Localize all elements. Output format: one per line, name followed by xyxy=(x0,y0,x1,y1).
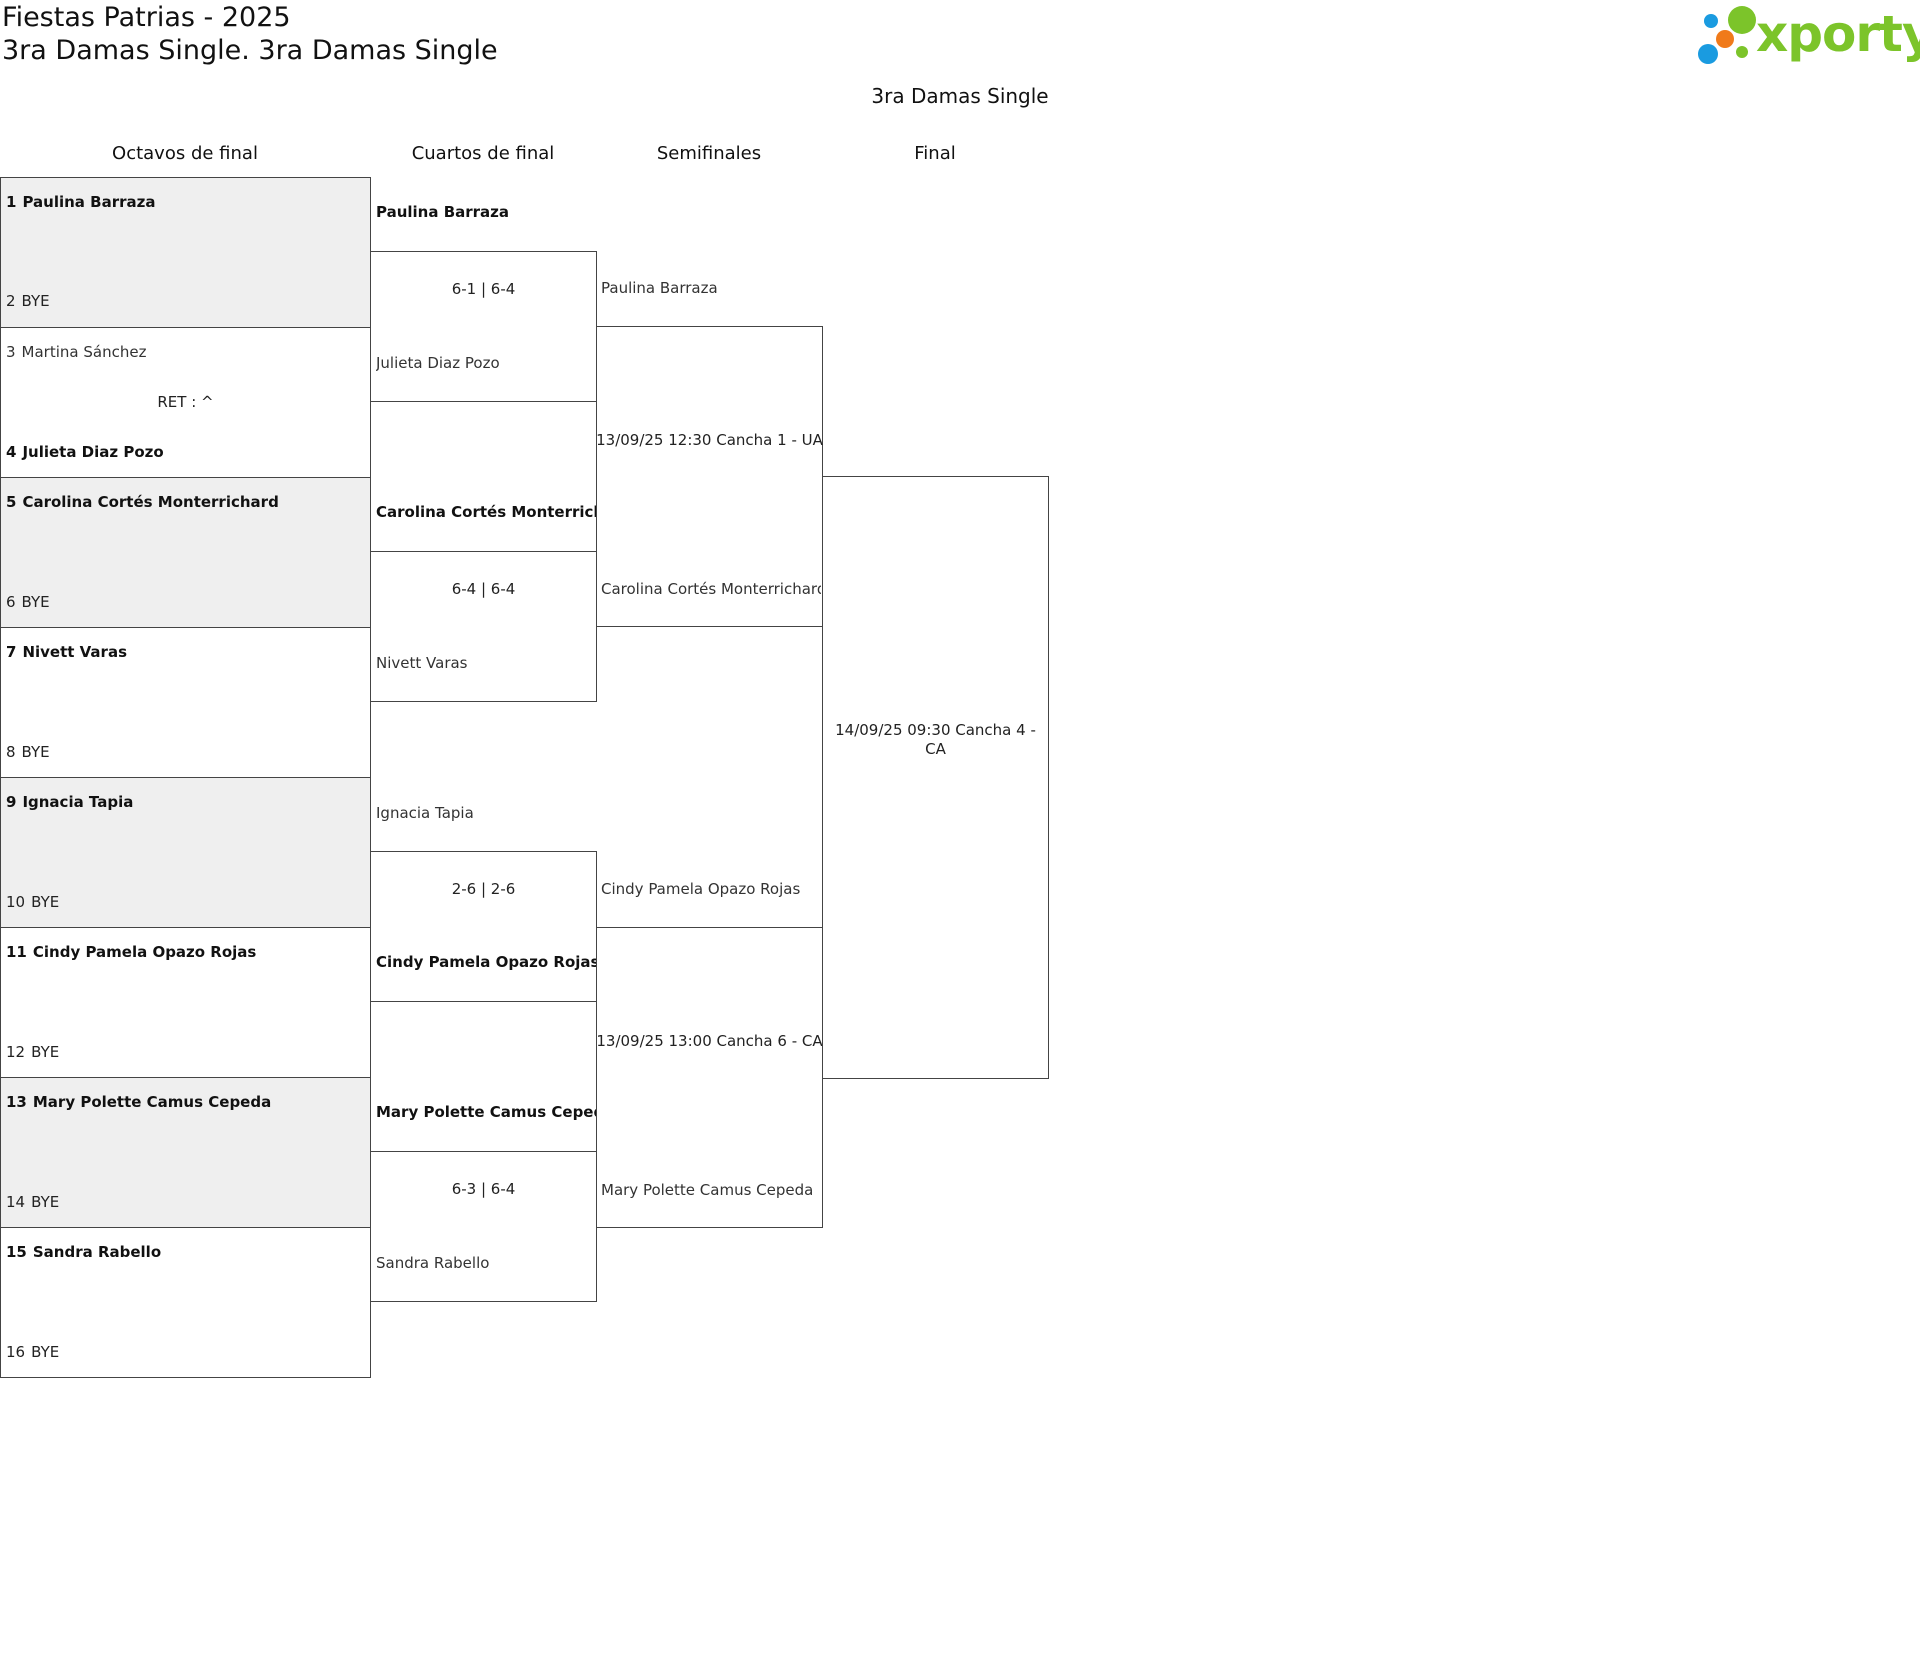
match-score: 6-1 | 6-4 xyxy=(451,280,516,298)
qf-match-4 xyxy=(370,1151,597,1302)
logo-wordmark: xporty xyxy=(1756,5,1920,63)
seed-number: 16 xyxy=(6,1343,26,1361)
logo-dot-green xyxy=(1728,6,1756,34)
seed-number: 13 xyxy=(6,1093,27,1111)
r16-entry[interactable]: 1 Paulina Barraza xyxy=(6,193,155,211)
seed-number: 3 xyxy=(6,343,16,361)
qf-player[interactable]: Sandra Rabello xyxy=(376,1254,490,1272)
seed-number: 4 xyxy=(6,443,17,461)
logo-dot-orange xyxy=(1716,30,1734,48)
seed-number: 14 xyxy=(6,1193,26,1211)
match-score: 2-6 | 2-6 xyxy=(451,880,516,898)
sf-player[interactable]: Cindy Pamela Opazo Rojas xyxy=(601,880,801,898)
r16-entry[interactable]: 3 Martina Sánchez xyxy=(6,343,146,361)
logo-dot-green-small xyxy=(1736,46,1748,58)
r16-entry[interactable]: 14 BYE xyxy=(6,1193,59,1211)
qf-player[interactable]: Paulina Barraza xyxy=(376,203,510,221)
match-schedule: 13/09/25 13:00 Cancha 6 - CA xyxy=(596,1032,823,1050)
qf-player[interactable]: Ignacia Tapia xyxy=(376,804,474,822)
player-name: BYE xyxy=(31,1043,60,1061)
player-name: BYE xyxy=(31,893,60,911)
round-header-semifinales: Semifinales xyxy=(656,143,762,164)
r16-entry[interactable]: 11 Cindy Pamela Opazo Rojas xyxy=(6,943,256,961)
r16-entry[interactable]: 4 Julieta Diaz Pozo xyxy=(6,443,164,461)
sf-player[interactable]: Paulina Barraza xyxy=(601,279,718,297)
seed-number: 11 xyxy=(6,943,27,961)
seed-number: 5 xyxy=(6,493,17,511)
r16-match-1 xyxy=(0,177,371,328)
seed-number: 8 xyxy=(6,743,16,761)
event-title: Fiestas Patrias - 2025 xyxy=(2,2,291,33)
qf-player[interactable]: Cindy Pamela Opazo Rojas xyxy=(376,953,596,971)
player-name: Sandra Rabello xyxy=(32,1243,162,1261)
round-header-cuartos: Cuartos de final xyxy=(411,143,555,164)
r16-entry[interactable]: 10 BYE xyxy=(6,893,59,911)
round-header-octavos: Octavos de final xyxy=(112,143,258,164)
player-name: BYE xyxy=(21,743,50,761)
seed-number: 1 xyxy=(6,193,17,211)
seed-number: 9 xyxy=(6,793,17,811)
r16-match-3 xyxy=(0,477,371,628)
round-header-final: Final xyxy=(914,143,956,164)
match-score: 6-4 | 6-4 xyxy=(451,580,516,598)
seed-number: 7 xyxy=(6,643,17,661)
r16-entry[interactable]: 8 BYE xyxy=(6,743,50,761)
seed-number: 10 xyxy=(6,893,26,911)
qf-player[interactable]: Nivett Varas xyxy=(376,654,468,672)
player-name: BYE xyxy=(31,1343,60,1361)
r16-entry[interactable]: 7 Nivett Varas xyxy=(6,643,127,661)
player-name: Paulina Barraza xyxy=(22,193,156,211)
player-name: BYE xyxy=(21,292,50,310)
match-note: RET : ^ xyxy=(157,393,214,411)
category-title: 3ra Damas Single. 3ra Damas Single xyxy=(2,35,498,66)
player-name: Martina Sánchez xyxy=(21,343,147,361)
seed-number: 15 xyxy=(6,1243,27,1261)
r16-entry[interactable]: 16 BYE xyxy=(6,1343,59,1361)
sf-player[interactable]: Carolina Cortés Monterrichard xyxy=(601,580,821,598)
player-name: BYE xyxy=(21,593,50,611)
sf-player[interactable]: Mary Polette Camus Cepeda xyxy=(601,1181,814,1199)
qf-match-3 xyxy=(370,851,597,1002)
r16-entry[interactable]: 12 BYE xyxy=(6,1043,59,1061)
seed-number: 12 xyxy=(6,1043,26,1061)
qf-player[interactable]: Julieta Diaz Pozo xyxy=(376,354,500,372)
match-score: 6-3 | 6-4 xyxy=(451,1180,516,1198)
r16-entry[interactable]: 9 Ignacia Tapia xyxy=(6,793,133,811)
logo-dot-blue-small xyxy=(1704,14,1718,28)
xporty-logo: xporty xyxy=(1690,2,1920,68)
player-name: Nivett Varas xyxy=(22,643,128,661)
match-schedule: 14/09/25 09:30 Cancha 4 - CA xyxy=(835,721,1036,758)
player-name: Mary Polette Camus Cepeda xyxy=(32,1093,272,1111)
r16-entry[interactable]: 15 Sandra Rabello xyxy=(6,1243,161,1261)
player-name: Ignacia Tapia xyxy=(22,793,134,811)
r16-match-5 xyxy=(0,777,371,928)
qf-player[interactable]: Carolina Cortés Monterrichard xyxy=(376,503,596,521)
seed-number: 6 xyxy=(6,593,16,611)
player-name: Cindy Pamela Opazo Rojas xyxy=(32,943,257,961)
qf-match-2 xyxy=(370,551,597,702)
match-schedule: 13/09/25 12:30 Cancha 1 - UA xyxy=(596,431,823,449)
logo-dot-blue-large xyxy=(1698,44,1718,64)
r16-entry[interactable]: 2 BYE xyxy=(6,292,50,310)
r16-entry[interactable]: 6 BYE xyxy=(6,593,50,611)
r16-entry[interactable]: 13 Mary Polette Camus Cepeda xyxy=(6,1093,271,1111)
final-match xyxy=(822,476,1049,1079)
seed-number: 2 xyxy=(6,292,16,310)
r16-match-7 xyxy=(0,1077,371,1228)
qf-match-1 xyxy=(370,251,597,402)
player-name: Carolina Cortés Monterrichard xyxy=(22,493,279,511)
player-name: Julieta Diaz Pozo xyxy=(22,443,164,461)
qf-player[interactable]: Mary Polette Camus Cepeda xyxy=(376,1103,596,1121)
player-name: BYE xyxy=(31,1193,60,1211)
bracket-title: 3ra Damas Single xyxy=(871,84,1049,108)
r16-entry[interactable]: 5 Carolina Cortés Monterrichard xyxy=(6,493,279,511)
r16-match-8 xyxy=(0,1227,371,1378)
